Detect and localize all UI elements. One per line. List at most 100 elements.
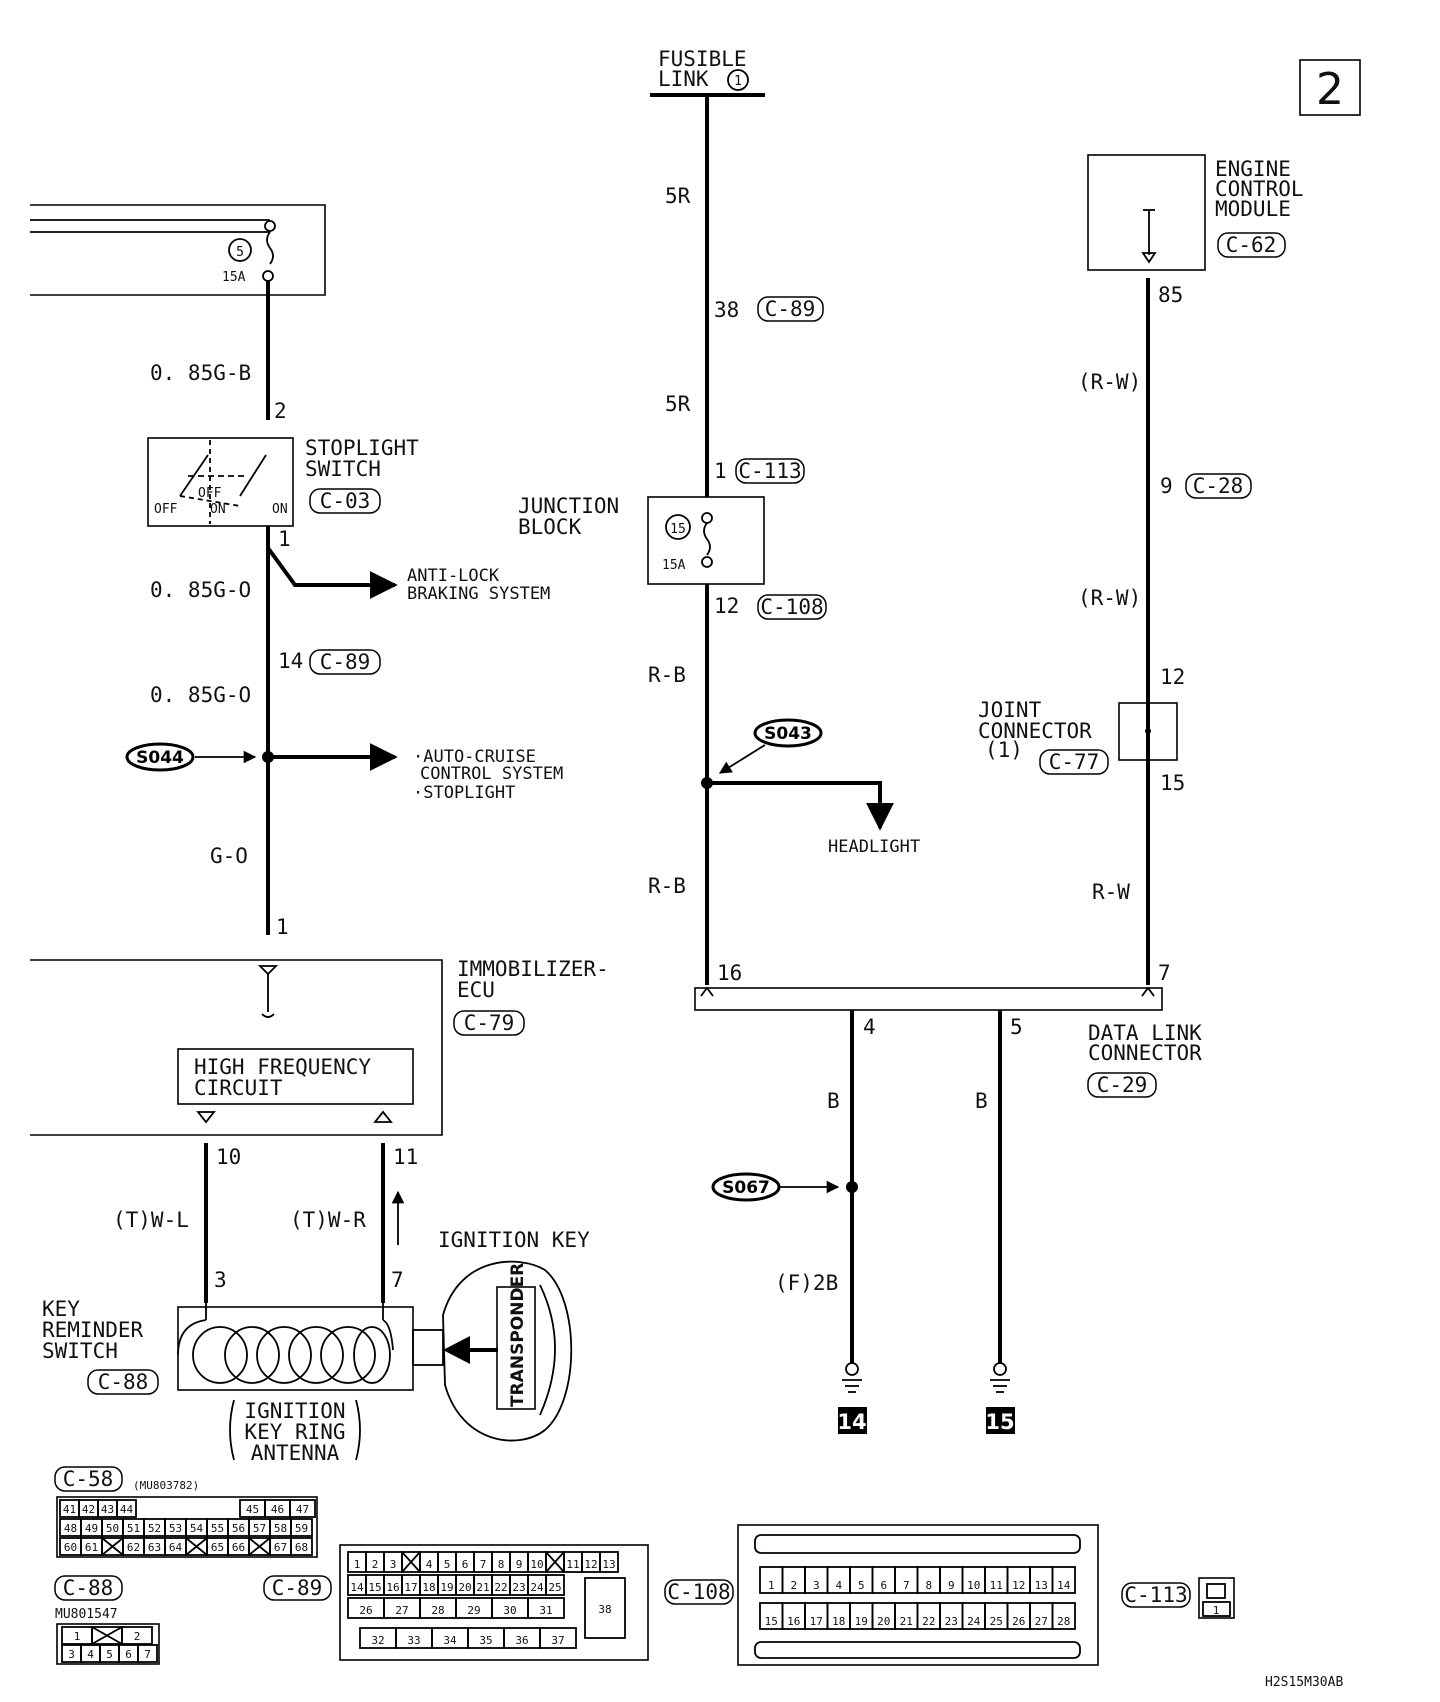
pin-c89-14: 14 bbox=[278, 649, 303, 673]
pin-label: 43 bbox=[101, 1503, 114, 1516]
pin-dlc-16: 16 bbox=[717, 961, 742, 985]
pin-label: 63 bbox=[148, 1541, 161, 1554]
pin-label: 47 bbox=[296, 1503, 309, 1516]
fusible-link-label-2: LINK bbox=[658, 67, 709, 91]
pin-sl-2: 2 bbox=[274, 399, 287, 423]
pin-label: 22 bbox=[922, 1615, 935, 1628]
pin-label: 24 bbox=[530, 1581, 544, 1594]
pin-label: 17 bbox=[810, 1615, 823, 1628]
connector-c88a: C-88 bbox=[98, 1370, 149, 1394]
connector-c28: C-28 bbox=[1193, 474, 1244, 498]
pin-dlc-4: 4 bbox=[863, 1015, 876, 1039]
junction-block-label-2: BLOCK bbox=[518, 515, 582, 539]
splice-s044: S044 bbox=[125, 742, 257, 772]
pin-label: 46 bbox=[271, 1503, 284, 1516]
pin-label: 24 bbox=[967, 1615, 981, 1628]
pin-label: 28 bbox=[431, 1604, 444, 1617]
immobilizer-label-2: ECU bbox=[457, 978, 495, 1002]
pin-label: 45 bbox=[246, 1503, 259, 1516]
dest-abs-2: BRAKING SYSTEM bbox=[407, 584, 550, 604]
pin-label: 25 bbox=[548, 1581, 561, 1594]
pin-label: 4 bbox=[87, 1648, 94, 1661]
pin-label: 22 bbox=[494, 1581, 507, 1594]
pin-label: 3 bbox=[390, 1558, 397, 1571]
pin-label: 30 bbox=[503, 1604, 516, 1617]
connector-oval bbox=[309, 488, 381, 514]
pin-label: 26 bbox=[1012, 1615, 1025, 1628]
pin-label: 54 bbox=[190, 1522, 204, 1535]
connector-c29: C-29 bbox=[1097, 1073, 1148, 1097]
stoplight-switch-label-2: SWITCH bbox=[305, 457, 381, 481]
connector-c77: C-77 bbox=[1049, 750, 1100, 774]
immobilizer-label-1: IMMOBILIZER- bbox=[457, 957, 609, 981]
pin-ecm-85: 85 bbox=[1158, 283, 1183, 307]
pin-label: 16 bbox=[386, 1581, 399, 1594]
wire-color-085go-1: 0. 85G-O bbox=[150, 578, 251, 602]
pin-label: 53 bbox=[169, 1522, 182, 1535]
connector-oval bbox=[757, 594, 827, 620]
svg-text:15A: 15A bbox=[662, 558, 686, 573]
connector-oval bbox=[87, 1369, 159, 1395]
wire-color-twr: (T)W-R bbox=[290, 1208, 366, 1232]
svg-text:S043: S043 bbox=[764, 724, 812, 744]
wire-to-abs bbox=[266, 546, 398, 599]
splice-s043: S043 bbox=[718, 718, 823, 774]
joint-connector-label-1: JOINT bbox=[978, 698, 1042, 722]
pin-label: 12 bbox=[1012, 1579, 1025, 1592]
pin-label: 11 bbox=[990, 1579, 1003, 1592]
pin-label: 6 bbox=[125, 1648, 132, 1661]
splice-dot bbox=[846, 1181, 858, 1193]
part-number-c58: (MU803782) bbox=[133, 1479, 199, 1492]
pin-label: 57 bbox=[253, 1522, 266, 1535]
fusible-link-label-1: FUSIBLE bbox=[658, 47, 747, 71]
connector-c62: C-62 bbox=[1226, 233, 1277, 257]
pin-label: 14 bbox=[350, 1581, 364, 1594]
connector-oval bbox=[664, 1579, 734, 1605]
pin-jc-15: 15 bbox=[1160, 771, 1185, 795]
wire-color-b-2: B bbox=[975, 1089, 988, 1113]
stoplight-switch: OFF OFF ON ON bbox=[147, 437, 294, 527]
connector-oval bbox=[453, 1010, 525, 1036]
pin-immo-10: 10 bbox=[216, 1145, 241, 1169]
pin-label: 15 bbox=[368, 1581, 381, 1594]
pin-label: 61 bbox=[85, 1541, 98, 1554]
pin-label: 59 bbox=[295, 1522, 308, 1535]
pin-label: 58 bbox=[274, 1522, 287, 1535]
pin-label: 33 bbox=[407, 1634, 420, 1647]
pin-key-3: 3 bbox=[214, 1268, 227, 1292]
engine-control-module bbox=[1087, 154, 1206, 271]
immobilizer-ecu bbox=[30, 959, 443, 1136]
wire-color-5r-1: 5R bbox=[665, 184, 691, 208]
pin-label: 62 bbox=[127, 1541, 140, 1554]
pin-label: 42 bbox=[82, 1503, 95, 1516]
pin-c108-12: 12 bbox=[714, 594, 739, 618]
svg-text:5: 5 bbox=[236, 245, 244, 260]
pin-label: 27 bbox=[395, 1604, 408, 1617]
pin-label: 10 bbox=[530, 1558, 543, 1571]
hf-circuit-label-2: CIRCUIT bbox=[194, 1076, 283, 1100]
pin-label: 41 bbox=[63, 1503, 76, 1516]
pin-label: 67 bbox=[274, 1541, 287, 1554]
pin-label: 34 bbox=[443, 1634, 457, 1647]
connector-c88b: C-88 bbox=[63, 1576, 114, 1600]
pin-c28-9: 9 bbox=[1160, 474, 1173, 498]
pin-label: 65 bbox=[211, 1541, 224, 1554]
svg-text:S067: S067 bbox=[722, 1178, 770, 1198]
svg-text:TRANSPONDER: TRANSPONDER bbox=[508, 1263, 528, 1407]
wire-color-b-1: B bbox=[827, 1089, 840, 1113]
pin-label: 6 bbox=[462, 1558, 469, 1571]
connector-oval bbox=[54, 1575, 123, 1601]
ecm-label-3: MODULE bbox=[1215, 197, 1291, 221]
pin-label: 9 bbox=[948, 1579, 955, 1592]
pin-label: 26 bbox=[359, 1604, 372, 1617]
ground-symbol-15: 15 bbox=[985, 1362, 1015, 1434]
pin-immo-1: 1 bbox=[276, 915, 289, 939]
connector-oval bbox=[263, 1575, 332, 1601]
data-link-connector bbox=[694, 986, 1163, 1011]
dlc-label-1: DATA LINK bbox=[1088, 1021, 1202, 1045]
wire-color-085go-2: 0. 85G-O bbox=[150, 683, 251, 707]
pin-label: 31 bbox=[539, 1604, 552, 1617]
connector-c113b: C-113 bbox=[1124, 1583, 1187, 1607]
svg-text:15: 15 bbox=[985, 1410, 1014, 1434]
